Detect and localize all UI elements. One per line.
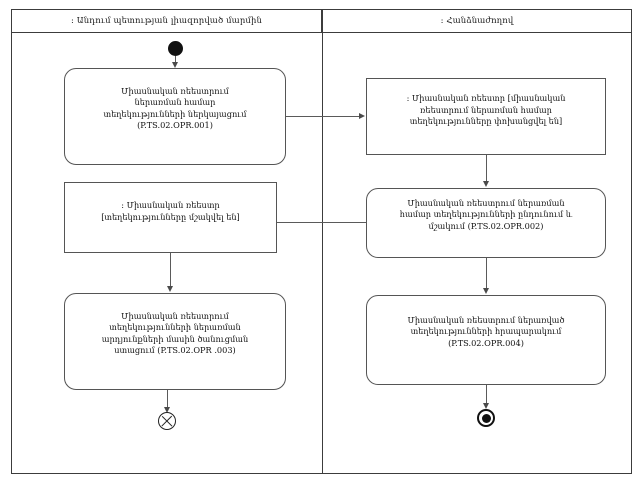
edge-object-transferred-to-opr002	[486, 155, 487, 182]
lane-title-commission: : Հանձնաժողով	[440, 15, 514, 26]
edge-opr002-to-object-processed	[277, 222, 366, 223]
action-node-opr-001[interactable]: Միասնական ռեեստրում ներառման համար տեղեկ…	[64, 68, 286, 165]
lane-header-member-state: : Անդում պետության լիազորված մարմին	[11, 9, 322, 33]
lane-divider	[322, 33, 323, 474]
activity-final-inner-disc	[481, 413, 491, 423]
action-node-opr-001-label: Միասնական ռեեստրում ներառման համար տեղեկ…	[103, 85, 247, 131]
action-node-opr-002[interactable]: Միասնական ռեեստրում ներառման համար տեղեկ…	[366, 188, 606, 258]
edge-opr002-to-opr004	[486, 258, 487, 288]
object-node-registry-transferred[interactable]: : Միասնական ռեեստր [միասնական ռեեստրում …	[366, 78, 606, 155]
arrowhead-opr004-to-activity-final	[482, 403, 489, 409]
object-node-registry-transferred-label: : Միասնական ռեեստր [միասնական ռեեստրում …	[406, 93, 566, 127]
action-node-opr-004-label: Միասնական ռեեստրում ներառված տեղեկությու…	[407, 314, 565, 348]
arrowhead-initial-to-opr001	[171, 62, 178, 68]
action-node-opr-003[interactable]: Միասնական ռեեստրում տեղեկությունների ներ…	[64, 293, 286, 390]
activity-final-node	[477, 409, 495, 427]
arrowhead-opr002-to-opr004	[482, 288, 489, 294]
lane-header-commission: : Հանձնաժողով	[322, 9, 632, 33]
arrowhead-object-transferred-to-opr002	[482, 181, 489, 187]
edge-opr003-to-flow-final	[167, 390, 168, 409]
arrowhead-opr001-to-object-transferred	[359, 112, 365, 119]
initial-node	[168, 41, 183, 56]
edge-initial-to-opr001	[175, 56, 176, 63]
object-node-registry-processed-label: : Միասնական ռեեստր [տեղեկությունները մշա…	[101, 200, 240, 222]
action-node-opr-003-label: Միասնական ռեեստրում տեղեկությունների ներ…	[101, 310, 249, 356]
arrowhead-object-processed-to-opr003	[166, 286, 173, 292]
action-node-opr-002-label: Միասնական ռեեստրում ներառման համար տեղեկ…	[399, 197, 573, 231]
edge-object-processed-to-opr003	[170, 253, 171, 286]
lane-title-member-state: : Անդում պետության լիազորված մարմին	[71, 15, 262, 26]
edge-opr001-to-object-transferred	[286, 116, 360, 117]
flow-final-node	[158, 412, 176, 430]
action-node-opr-004[interactable]: Միասնական ռեեստրում ներառված տեղեկությու…	[366, 295, 606, 385]
arrowhead-opr003-to-flow-final	[163, 407, 170, 413]
edge-opr004-to-activity-final	[486, 385, 487, 405]
object-node-registry-processed[interactable]: : Միասնական ռեեստր [տեղեկությունները մշա…	[64, 182, 277, 253]
